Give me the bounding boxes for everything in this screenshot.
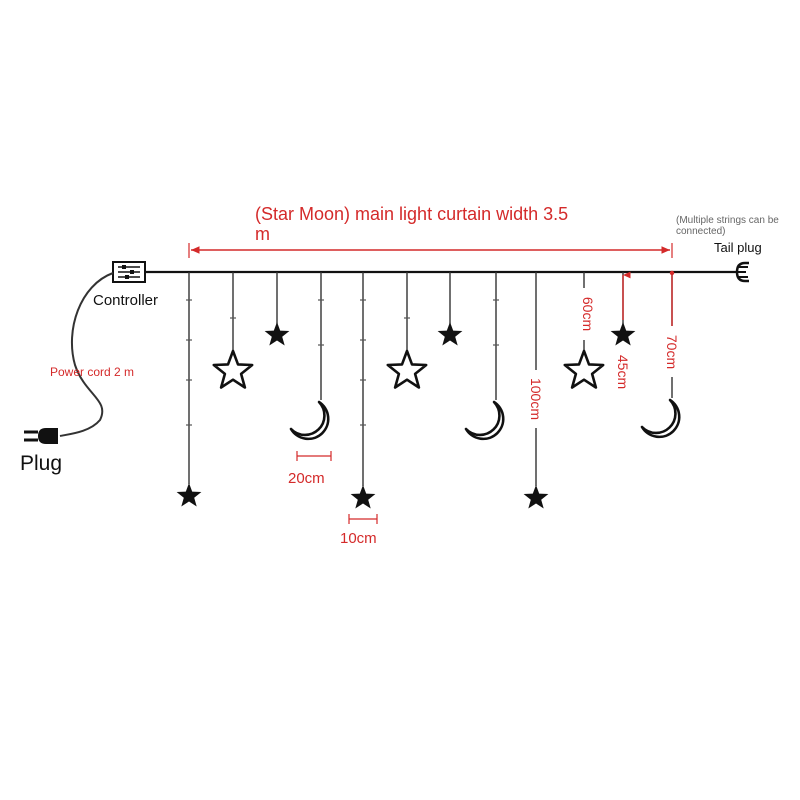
moon-outline <box>640 398 681 439</box>
moon-outline <box>289 400 330 441</box>
curtain-width-title: (Star Moon) main light curtain width 3.5 <box>255 204 568 224</box>
length-70-label: 70cm <box>664 335 680 369</box>
spacing-20-marker <box>296 451 332 461</box>
tail-plug-icon <box>735 261 749 283</box>
strand-ticks <box>186 299 499 426</box>
power-cord-label: Power cord 2 m <box>50 365 134 379</box>
controller-box <box>112 261 146 283</box>
star-outline <box>212 349 254 389</box>
plug-icon <box>24 428 58 444</box>
star-solid <box>610 322 636 346</box>
strands <box>188 272 673 486</box>
spacing-10-label: 10cm <box>340 530 377 547</box>
moon-outline <box>464 400 505 441</box>
multiple-strings-note-2: connected) <box>676 226 725 237</box>
spacing-20-label: 20cm <box>288 470 325 487</box>
power-cord <box>59 272 114 437</box>
curtain-width-title-2: m <box>255 224 270 244</box>
star-solid <box>264 322 290 346</box>
multiple-strings-note: (Multiple strings can be <box>676 215 779 226</box>
plug-label: Plug <box>20 452 62 475</box>
spacing-10-marker <box>348 514 378 524</box>
tail-plug-label: Tail plug <box>714 240 762 255</box>
star-solid <box>350 485 376 509</box>
length-60-label: 60cm <box>580 297 596 331</box>
controller-label: Controller <box>93 292 158 309</box>
star-solid <box>437 322 463 346</box>
length-45-label: 45cm <box>615 355 631 389</box>
star-outline <box>386 349 428 389</box>
length-100-label: 100cm <box>528 378 544 420</box>
star-solid <box>176 483 202 507</box>
star-solid <box>523 485 549 509</box>
star-outline <box>563 349 605 389</box>
